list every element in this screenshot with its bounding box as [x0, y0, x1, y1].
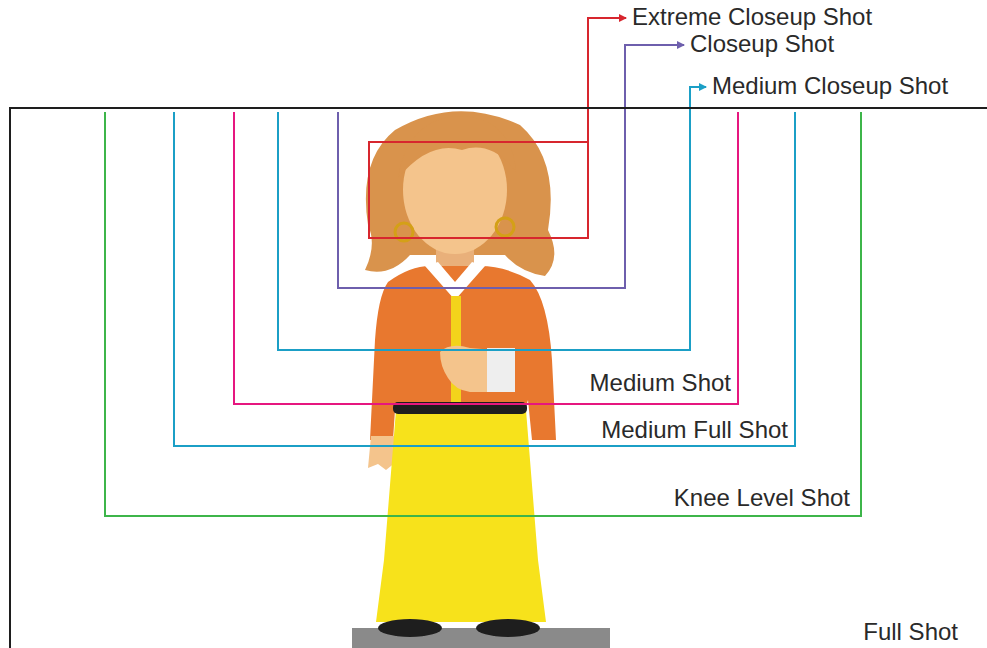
- shot-frame: Extreme Closeup Shot: [368, 141, 589, 239]
- shot-frame: Medium Full Shot Medium Shot Medium Closeu…: [173, 112, 796, 447]
- shot-frame: Medium Closeup ShotCloseup ShotExtreme C…: [277, 112, 691, 351]
- shoe: [378, 619, 442, 637]
- hair: [365, 111, 554, 276]
- cuff: [487, 348, 515, 392]
- shot-label: Knee Level Shot: [674, 486, 850, 510]
- shot-label: Full Shot: [863, 620, 958, 644]
- leader-line: [588, 18, 626, 142]
- shot-label: Medium Shot: [590, 371, 731, 395]
- shot-frame: Full Shot Knee Level Shot Medium Full Shot…: [9, 107, 987, 648]
- hair-bangs: [398, 116, 516, 178]
- shot-label: Medium Full Shot: [601, 418, 788, 442]
- shot-label: Extreme Closeup Shot: [632, 5, 872, 29]
- shoe: [476, 619, 540, 637]
- shot-frame: Closeup ShotExtreme Closeup Shot: [337, 112, 626, 289]
- shot-frame: Knee Level Shot Medium Full Shot Medium Sh…: [104, 112, 862, 517]
- hand: [440, 346, 495, 392]
- shot-label: Medium Closeup Shot: [712, 74, 948, 98]
- earring: [496, 218, 514, 236]
- shot-label: Closeup Shot: [690, 32, 834, 56]
- collar: [425, 262, 485, 300]
- jacket: [370, 266, 556, 440]
- shot-frame: Medium Shot Medium Closeup ShotCloseup Sh…: [233, 112, 739, 405]
- leader-line: [625, 45, 684, 112]
